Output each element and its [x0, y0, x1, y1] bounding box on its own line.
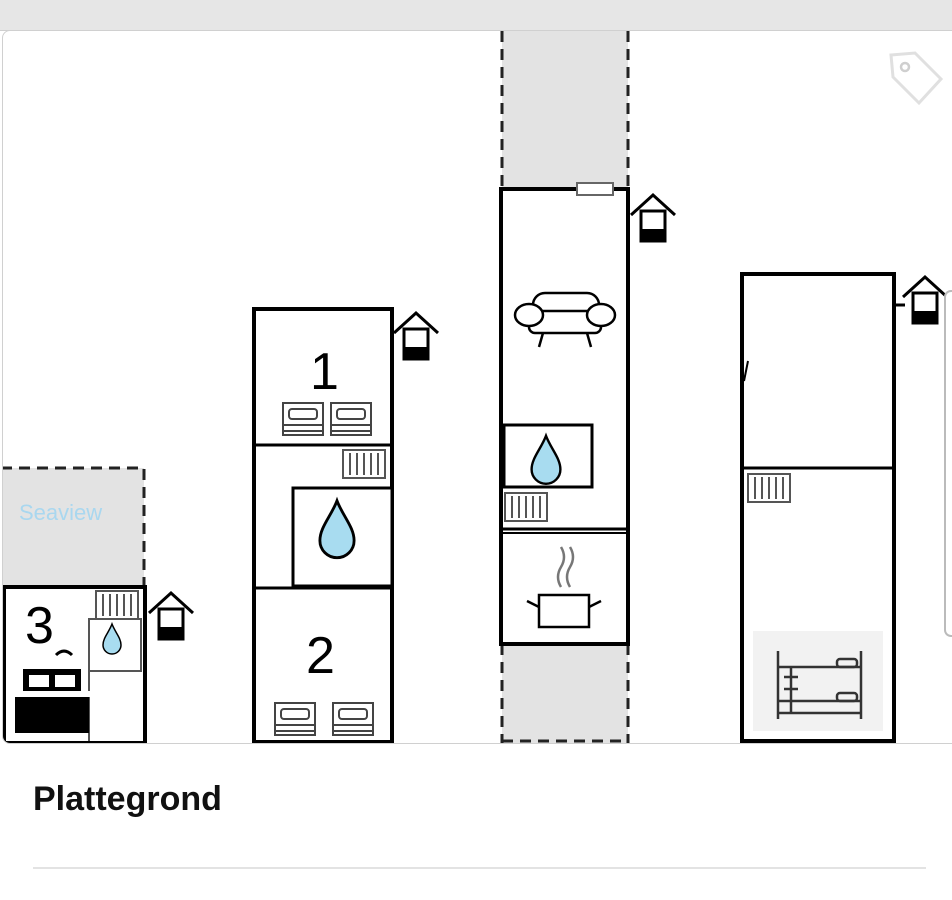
bunk-bed-icon	[776, 651, 863, 719]
house-icon	[392, 311, 440, 361]
unit-bunk-room	[740, 272, 896, 743]
unit-room-3	[3, 585, 147, 743]
house-icon	[147, 591, 195, 641]
bed-icon	[274, 702, 316, 736]
floorplan-diagram	[3, 31, 952, 743]
floorplan-card[interactable]	[2, 30, 952, 744]
room-number-2: 2	[306, 627, 335, 685]
bed-icon	[332, 702, 374, 736]
terrace-bottom	[500, 644, 630, 743]
room-number-1: 1	[310, 343, 339, 401]
divider	[33, 867, 926, 869]
bed-icon	[330, 402, 372, 436]
tag-icon[interactable]	[885, 47, 945, 112]
room-number-3: 3	[25, 597, 54, 655]
top-bar	[0, 0, 952, 31]
seaview-area	[3, 466, 146, 588]
bed-icon	[282, 402, 324, 436]
sofa-icon	[513, 291, 617, 348]
cooking-pot-icon	[526, 546, 602, 629]
house-icon	[629, 193, 677, 243]
stairs-symbol	[54, 649, 74, 657]
floorplan-caption: Plattegrond	[33, 780, 222, 818]
terrace-top	[500, 31, 630, 189]
unit-rooms-1-2	[252, 307, 394, 743]
side-panel	[944, 290, 952, 637]
unit-living-kitchen	[499, 182, 630, 646]
house-icon	[901, 275, 949, 325]
double-bed-icon	[11, 669, 93, 733]
seaview-label: Seaview	[19, 500, 103, 525]
